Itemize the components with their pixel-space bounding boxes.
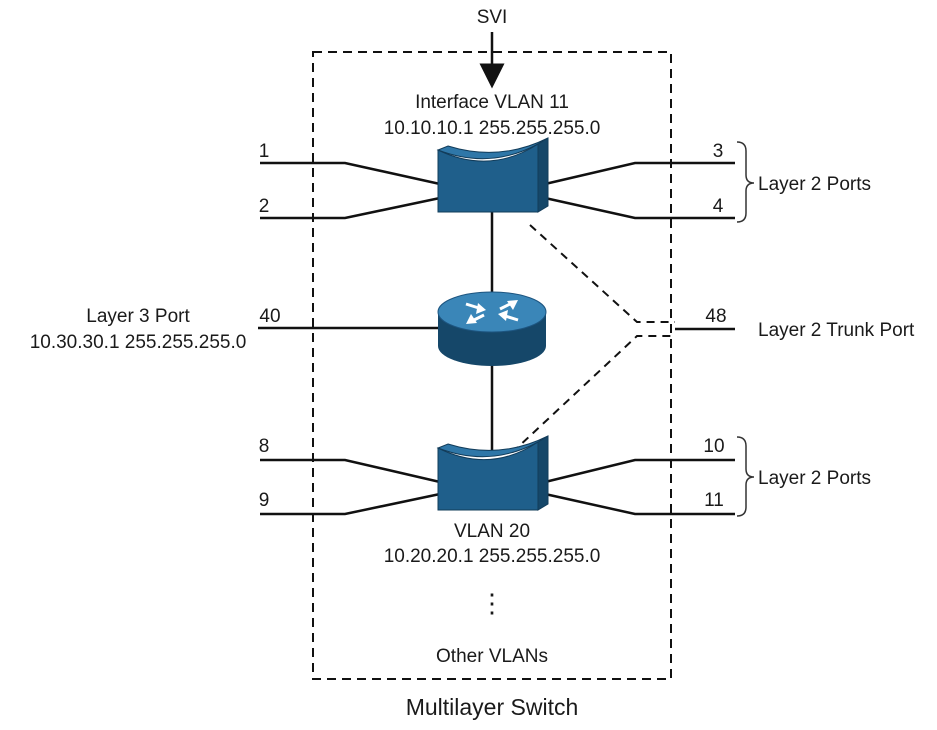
- trunk-port-label: Layer 2 Trunk Port: [758, 320, 915, 341]
- port-10-label: 10: [703, 436, 724, 457]
- port-2-label: 2: [259, 196, 270, 217]
- wire-port-2: [260, 196, 441, 220]
- more-vlans-ellipsis: ⋮: [479, 588, 505, 618]
- svi-label: SVI: [477, 7, 508, 28]
- wire-port-10: [544, 458, 735, 484]
- vlan20-name: VLAN 20: [454, 521, 530, 542]
- layer2-bracket-top: [736, 141, 755, 223]
- wire-port-9: [260, 492, 441, 516]
- switch-boundary: [312, 51, 672, 680]
- wire-port-8: [260, 458, 441, 484]
- wire-port-3: [544, 161, 735, 186]
- layer2-bracket-bottom: [736, 436, 755, 517]
- port-4-label: 4: [713, 196, 724, 217]
- other-vlans-label: Other VLANs: [436, 646, 548, 667]
- port-3-label: 3: [713, 141, 724, 162]
- vlan11-switch-icon: [436, 137, 549, 213]
- vlan11-address: 10.10.10.1 255.255.255.0: [384, 118, 601, 139]
- vlan20-address: 10.20.20.1 255.255.255.0: [384, 546, 601, 567]
- wire-port-4: [544, 196, 735, 220]
- port-40-label: 40: [259, 306, 280, 327]
- layer2-ports-top-label: Layer 2 Ports: [758, 174, 871, 195]
- layer3-port-address: 10.30.30.1 255.255.255.0: [30, 332, 247, 353]
- vlan20-switch-icon: [436, 435, 549, 511]
- wire-port-11: [544, 492, 735, 516]
- trunk-link-vlan11: [529, 224, 675, 323]
- vlan11-name: Interface VLAN 11: [415, 92, 569, 113]
- port-9-label: 9: [259, 490, 270, 511]
- wire-port-1: [260, 161, 441, 186]
- port-11-label: 11: [704, 490, 724, 511]
- port-48-label: 48: [705, 306, 726, 327]
- layer3-port-label: Layer 3 Port: [86, 306, 190, 327]
- diagram-caption: Multilayer Switch: [406, 694, 579, 720]
- port-8-label: 8: [259, 436, 270, 457]
- port-1-label: 1: [259, 141, 270, 162]
- trunk-link-vlan20: [501, 335, 675, 463]
- layer2-ports-bottom-label: Layer 2 Ports: [758, 468, 871, 489]
- router-icon: [437, 291, 547, 366]
